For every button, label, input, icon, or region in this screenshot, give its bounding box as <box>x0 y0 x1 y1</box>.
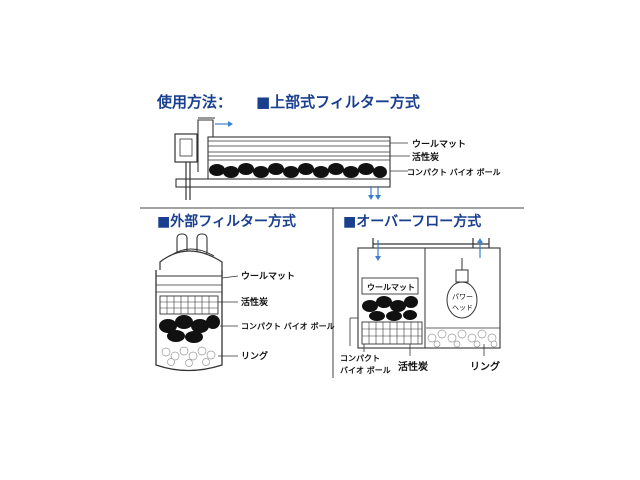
ext-carbon-grid-lines <box>160 296 218 314</box>
top-label-carbon: 活性炭 <box>412 151 439 163</box>
overflow-label-wool: ウールマット <box>367 283 415 292</box>
outlet-arrowhead <box>228 121 233 127</box>
pump-box <box>174 133 198 163</box>
top-filter-tray <box>175 178 391 188</box>
ext-carbon-grid <box>159 295 219 315</box>
overflow-carbon-grid <box>361 321 423 345</box>
external-filter-title: ■外部フィルター方式 <box>157 213 296 230</box>
power-head-cap <box>455 269 469 283</box>
overflow-title: ■オーバーフロー方式 <box>343 213 481 230</box>
overflow-out-arrowhead <box>477 238 483 243</box>
pump-box-inner <box>179 138 193 157</box>
power-head-label-2: ヘッド <box>452 304 473 312</box>
ov-label-ring: リング <box>470 360 500 373</box>
overflow-diagram: ウールマット パワー ヘッド <box>340 238 501 375</box>
top-label-bio: コンパクト バイオ ボール <box>407 167 501 177</box>
ext-label-wool: ウールマット <box>241 271 295 282</box>
drain-arrowhead-1 <box>368 195 374 200</box>
ext-leader-wool <box>221 275 239 279</box>
usage-heading: 使用方法： <box>156 93 232 111</box>
ext-bio-balls <box>159 315 220 343</box>
top-bio-balls <box>209 163 387 178</box>
ext-rings <box>161 346 216 367</box>
ov-label-bio-1: コンパクト <box>340 353 380 363</box>
top-filter-box <box>207 136 391 186</box>
overflow-wool-tray <box>361 277 419 295</box>
overflow-bio-balls <box>362 296 418 321</box>
ov-label-carbon: 活性炭 <box>398 360 428 373</box>
top-label-wool: ウールマット <box>412 139 466 150</box>
overflow-rings <box>427 329 498 348</box>
external-filter-diagram: ウールマット 活性炭 コンパクト バイオ ボール リング <box>155 233 335 372</box>
drain-arrowhead-2 <box>375 195 381 200</box>
top-filter-diagram: ウールマット 活性炭 コンパクト バイオ ボール <box>174 117 501 200</box>
ext-label-carbon: 活性炭 <box>241 296 268 308</box>
canister-lid-top <box>169 248 215 257</box>
overflow-carbon-grid-lines <box>362 322 422 344</box>
ext-label-bio: コンパクト バイオ ボール <box>241 321 335 331</box>
ov-label-bio-2: バイオ ボール <box>340 365 391 375</box>
ext-label-ring: リング <box>241 350 268 362</box>
overflow-in-arrowhead <box>375 256 381 261</box>
top-filter-title: ■上部式フィルター方式 <box>256 93 420 111</box>
power-head-label-1: パワー <box>452 293 473 301</box>
